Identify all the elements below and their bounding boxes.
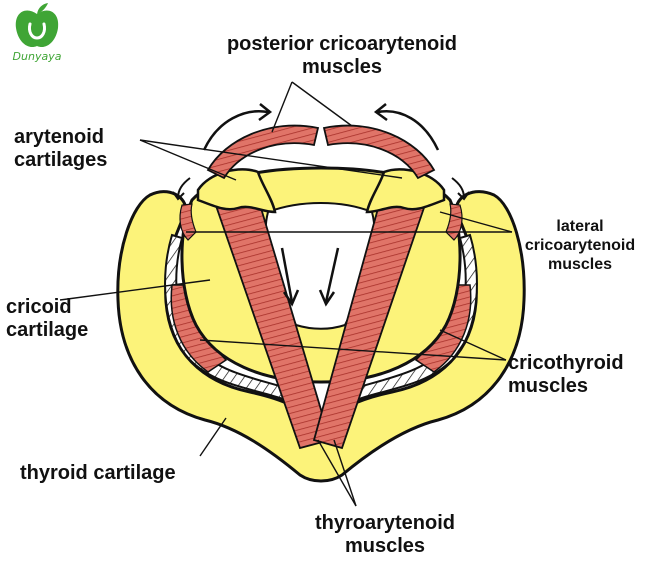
label-lateral-cricoarytenoid: lateral cricoarytenoid muscles [524, 218, 636, 273]
small-arrow-right [451, 177, 465, 199]
label-cricoid-cartilage: cricoid cartilage [6, 296, 89, 341]
arytenoid-cartilage-right [365, 168, 446, 214]
rotation-arrow-left [202, 110, 269, 151]
label-arytenoid-cartilages: arytenoid cartilages [14, 126, 108, 171]
glottis-arrow-right-head [318, 289, 336, 307]
small-arrow-left [177, 177, 191, 199]
rotation-arrow-left-head [258, 103, 273, 122]
small-arrow-left-head [172, 191, 185, 201]
posterior-cricoarytenoid-left [206, 124, 320, 180]
arytenoid-cartilage-left [196, 168, 277, 214]
glottis-arrow-right [324, 247, 340, 303]
label-thyroid-cartilage: thyroid cartilage [20, 462, 176, 484]
thyroid-cartilage-shape [116, 190, 526, 483]
logo-text: Dunyaya [12, 50, 62, 63]
posterior-cricoarytenoid-right [322, 124, 436, 180]
rotation-arrow-right-head [373, 103, 388, 122]
small-arrow-right-head [457, 191, 470, 201]
label-thyroarytenoid-muscles: thyroarytenoid muscles [314, 512, 456, 557]
dunyaya-logo: Dunyaya [4, 2, 70, 70]
apple-logo-icon [15, 3, 59, 48]
glottis-arrow-left-head [282, 289, 300, 307]
rotation-arrow-right [377, 110, 440, 151]
thyroid-inner-lining [164, 233, 478, 430]
leader-lines [59, 81, 513, 507]
glottis-arrow-left [280, 247, 294, 303]
label-posterior-cricoarytenoid: posterior cricoarytenoid muscles [226, 33, 458, 78]
label-cricothyroid-muscles: cricothyroid muscles [508, 352, 624, 397]
